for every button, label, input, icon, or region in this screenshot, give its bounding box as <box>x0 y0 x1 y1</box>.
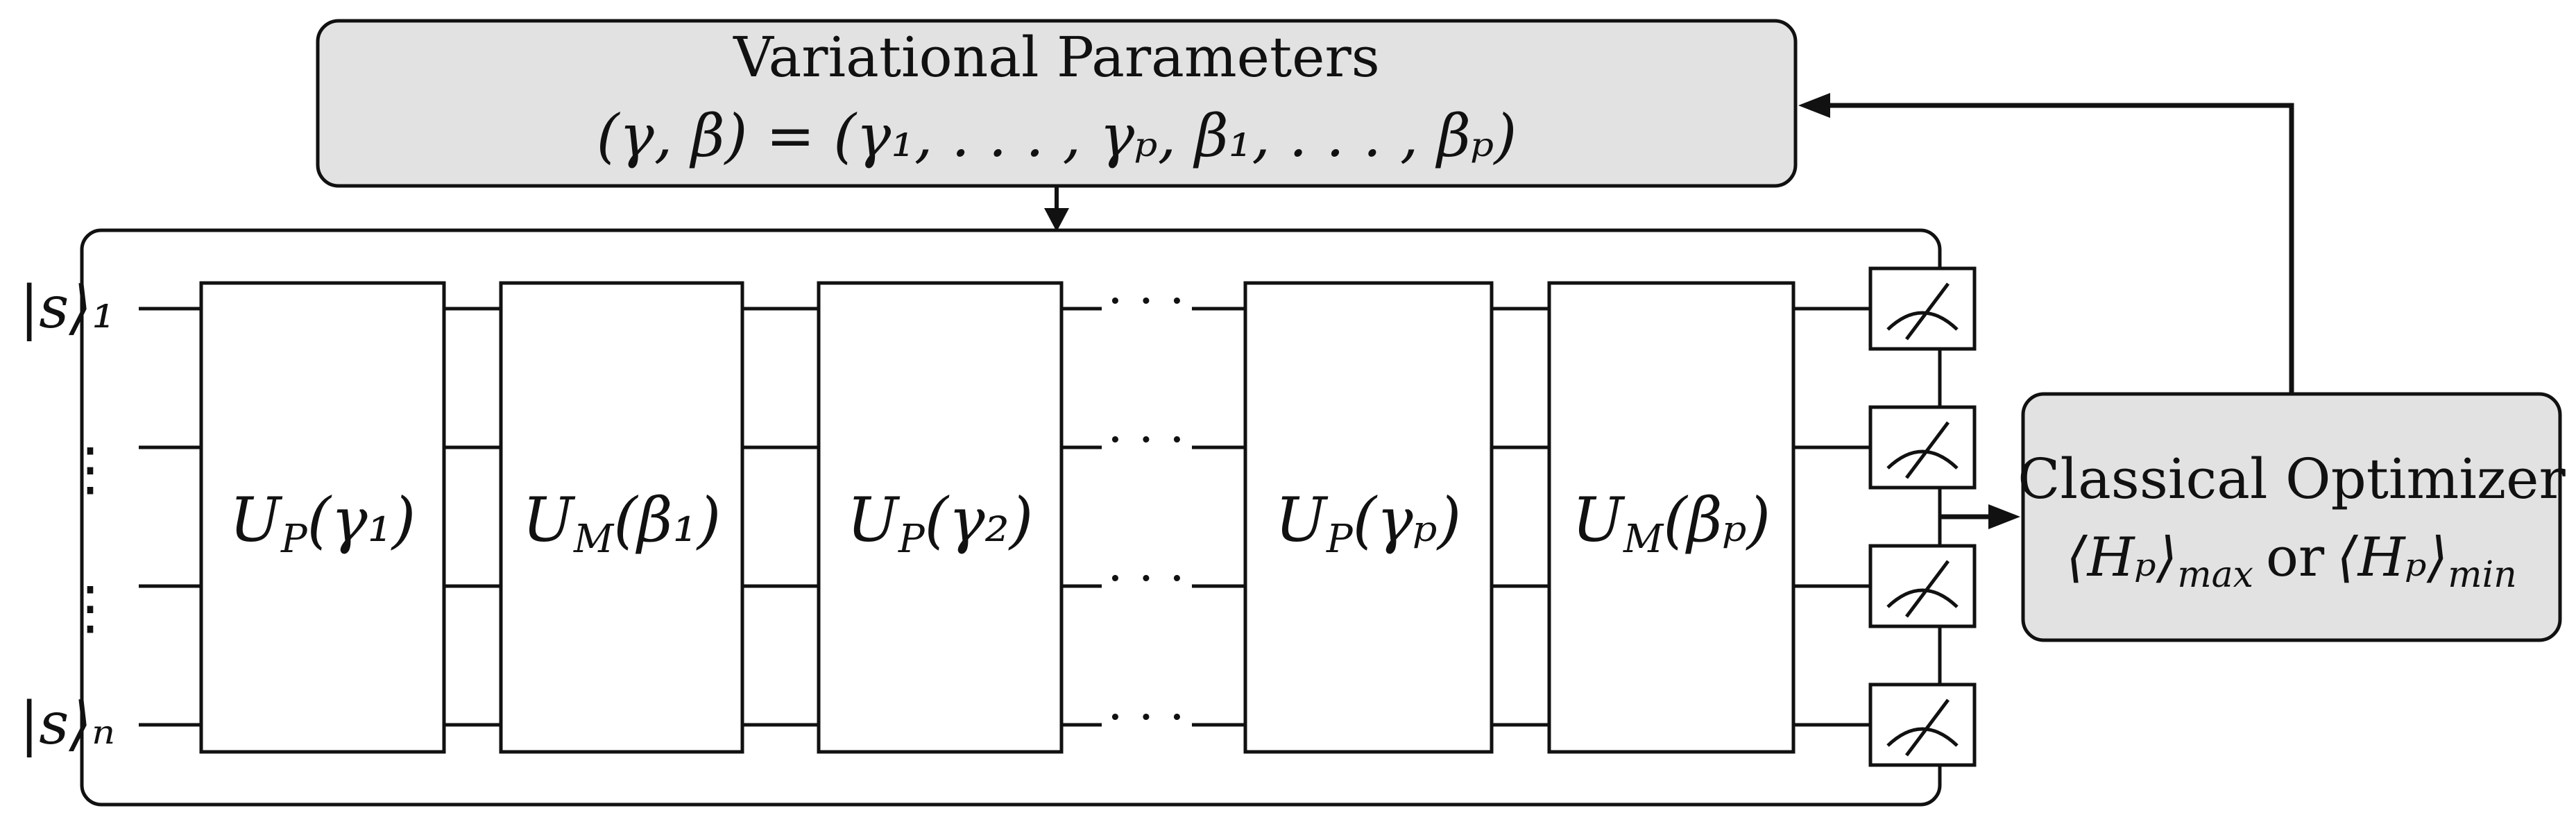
variational-parameters-title: Variational Parameters <box>733 25 1380 89</box>
params-to-circuit-arrow <box>1044 186 1069 232</box>
ellipsis-row-3: · · · <box>1107 550 1184 607</box>
gate-arg: (βₚ) <box>1663 484 1771 556</box>
gate-up-gammap: UP(γₚ) <box>1243 281 1494 754</box>
variational-parameters-box: Variational Parameters (γ, β) = (γ₁, . .… <box>316 19 1798 188</box>
variational-parameters-formula: (γ, β) = (γ₁, . . . , γₚ, β₁, . . . , βₚ… <box>597 102 1517 170</box>
svg-text:UP(γ₁): UP(γ₁) <box>230 484 416 562</box>
qubit-vdots-1: ⋮ <box>61 435 119 503</box>
qubit-label-first: |s⟩₁ <box>19 273 115 341</box>
gate-sub: M <box>1623 517 1664 562</box>
meter-icon <box>1868 544 1977 628</box>
qubit-label-last: |s⟩ₙ <box>19 689 115 757</box>
meter-icon <box>1868 683 1977 767</box>
gate-arg: (γ₂) <box>925 484 1034 556</box>
meter-icon <box>1868 266 1977 351</box>
measurements <box>1868 266 1977 767</box>
svg-text:UM(β₁): UM(β₁) <box>522 484 721 562</box>
gate-arg: (γₚ) <box>1353 484 1461 556</box>
gate-up-gamma2: UP(γ₂) <box>817 281 1064 754</box>
gate-label: U <box>1572 484 1626 556</box>
qubit-wires <box>139 307 1870 727</box>
qubit-vdots-2: ⋮ <box>61 574 119 642</box>
svg-text:UP(γₚ): UP(γₚ) <box>1275 484 1461 562</box>
gate-um-betap: UM(βₚ) <box>1547 281 1795 754</box>
optimizer-feedback-arrow <box>1798 93 2294 394</box>
ellipses: · · · · · · · · · · · · <box>1107 273 1184 746</box>
meter-icon <box>1868 405 1977 490</box>
gate-label: U <box>230 484 283 556</box>
gate-label: U <box>522 484 576 556</box>
svg-text:UM(βₚ): UM(βₚ) <box>1572 484 1771 562</box>
ellipsis-row-2: · · · <box>1107 411 1184 468</box>
gate-arg: (β₁) <box>613 484 721 556</box>
ellipsis-row-4: · · · <box>1107 689 1184 746</box>
svg-text:UP(γ₂): UP(γ₂) <box>847 484 1033 562</box>
gate-label: U <box>847 484 901 556</box>
qubit-labels: |s⟩₁ ⋮ ⋮ |s⟩ₙ <box>19 273 119 757</box>
gate-um-beta1: UM(β₁) <box>499 281 744 754</box>
gate-label: U <box>1275 484 1329 556</box>
gate-sub: P <box>898 517 926 562</box>
circuit-to-optimizer-arrow <box>1940 504 2020 529</box>
gate-arg: (γ₁) <box>307 484 416 556</box>
gate-up-gamma1: UP(γ₁) <box>199 281 446 754</box>
ellipsis-row-1: · · · <box>1107 273 1184 329</box>
gate-sub: P <box>1326 517 1354 562</box>
classical-optimizer-title: Classical Optimizer <box>2018 447 2566 511</box>
gate-sub: P <box>280 517 308 562</box>
gate-sub: M <box>573 517 615 562</box>
